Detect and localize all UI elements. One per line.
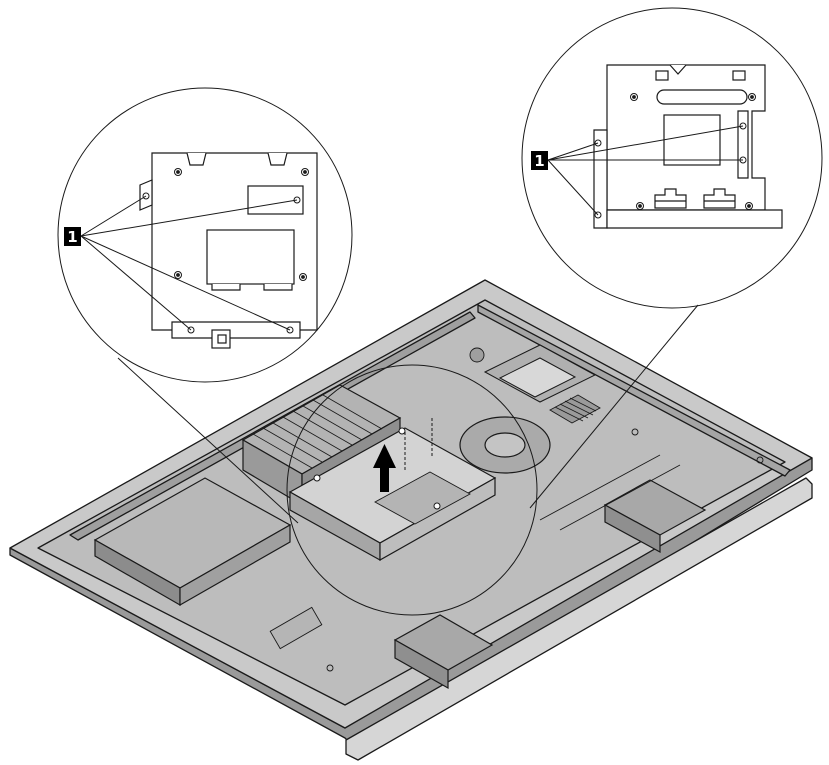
right-wall <box>477 304 791 477</box>
zoom-circle-hdd <box>286 364 538 616</box>
callout-badge-left: 1 <box>64 227 81 246</box>
leader-lines-left <box>80 195 298 331</box>
up-arrow-icon <box>373 444 396 492</box>
speaker-right <box>603 479 707 554</box>
leader-lines-right <box>547 125 744 216</box>
callout-badge-right: 1 <box>531 151 548 170</box>
cpu-fan <box>459 416 551 474</box>
detail-circle-right: 1 <box>521 7 823 509</box>
memory-modules <box>483 344 597 403</box>
svg-text:1: 1 <box>534 152 544 170</box>
board-details <box>269 347 764 672</box>
speaker-left <box>393 614 494 690</box>
hdd-label <box>374 471 471 525</box>
detail-circle-left: 1 <box>57 87 353 524</box>
optical-drive <box>93 477 292 607</box>
stand-bar <box>345 477 813 761</box>
chipset-heatsink <box>549 394 601 424</box>
svg-text:1: 1 <box>67 228 77 246</box>
